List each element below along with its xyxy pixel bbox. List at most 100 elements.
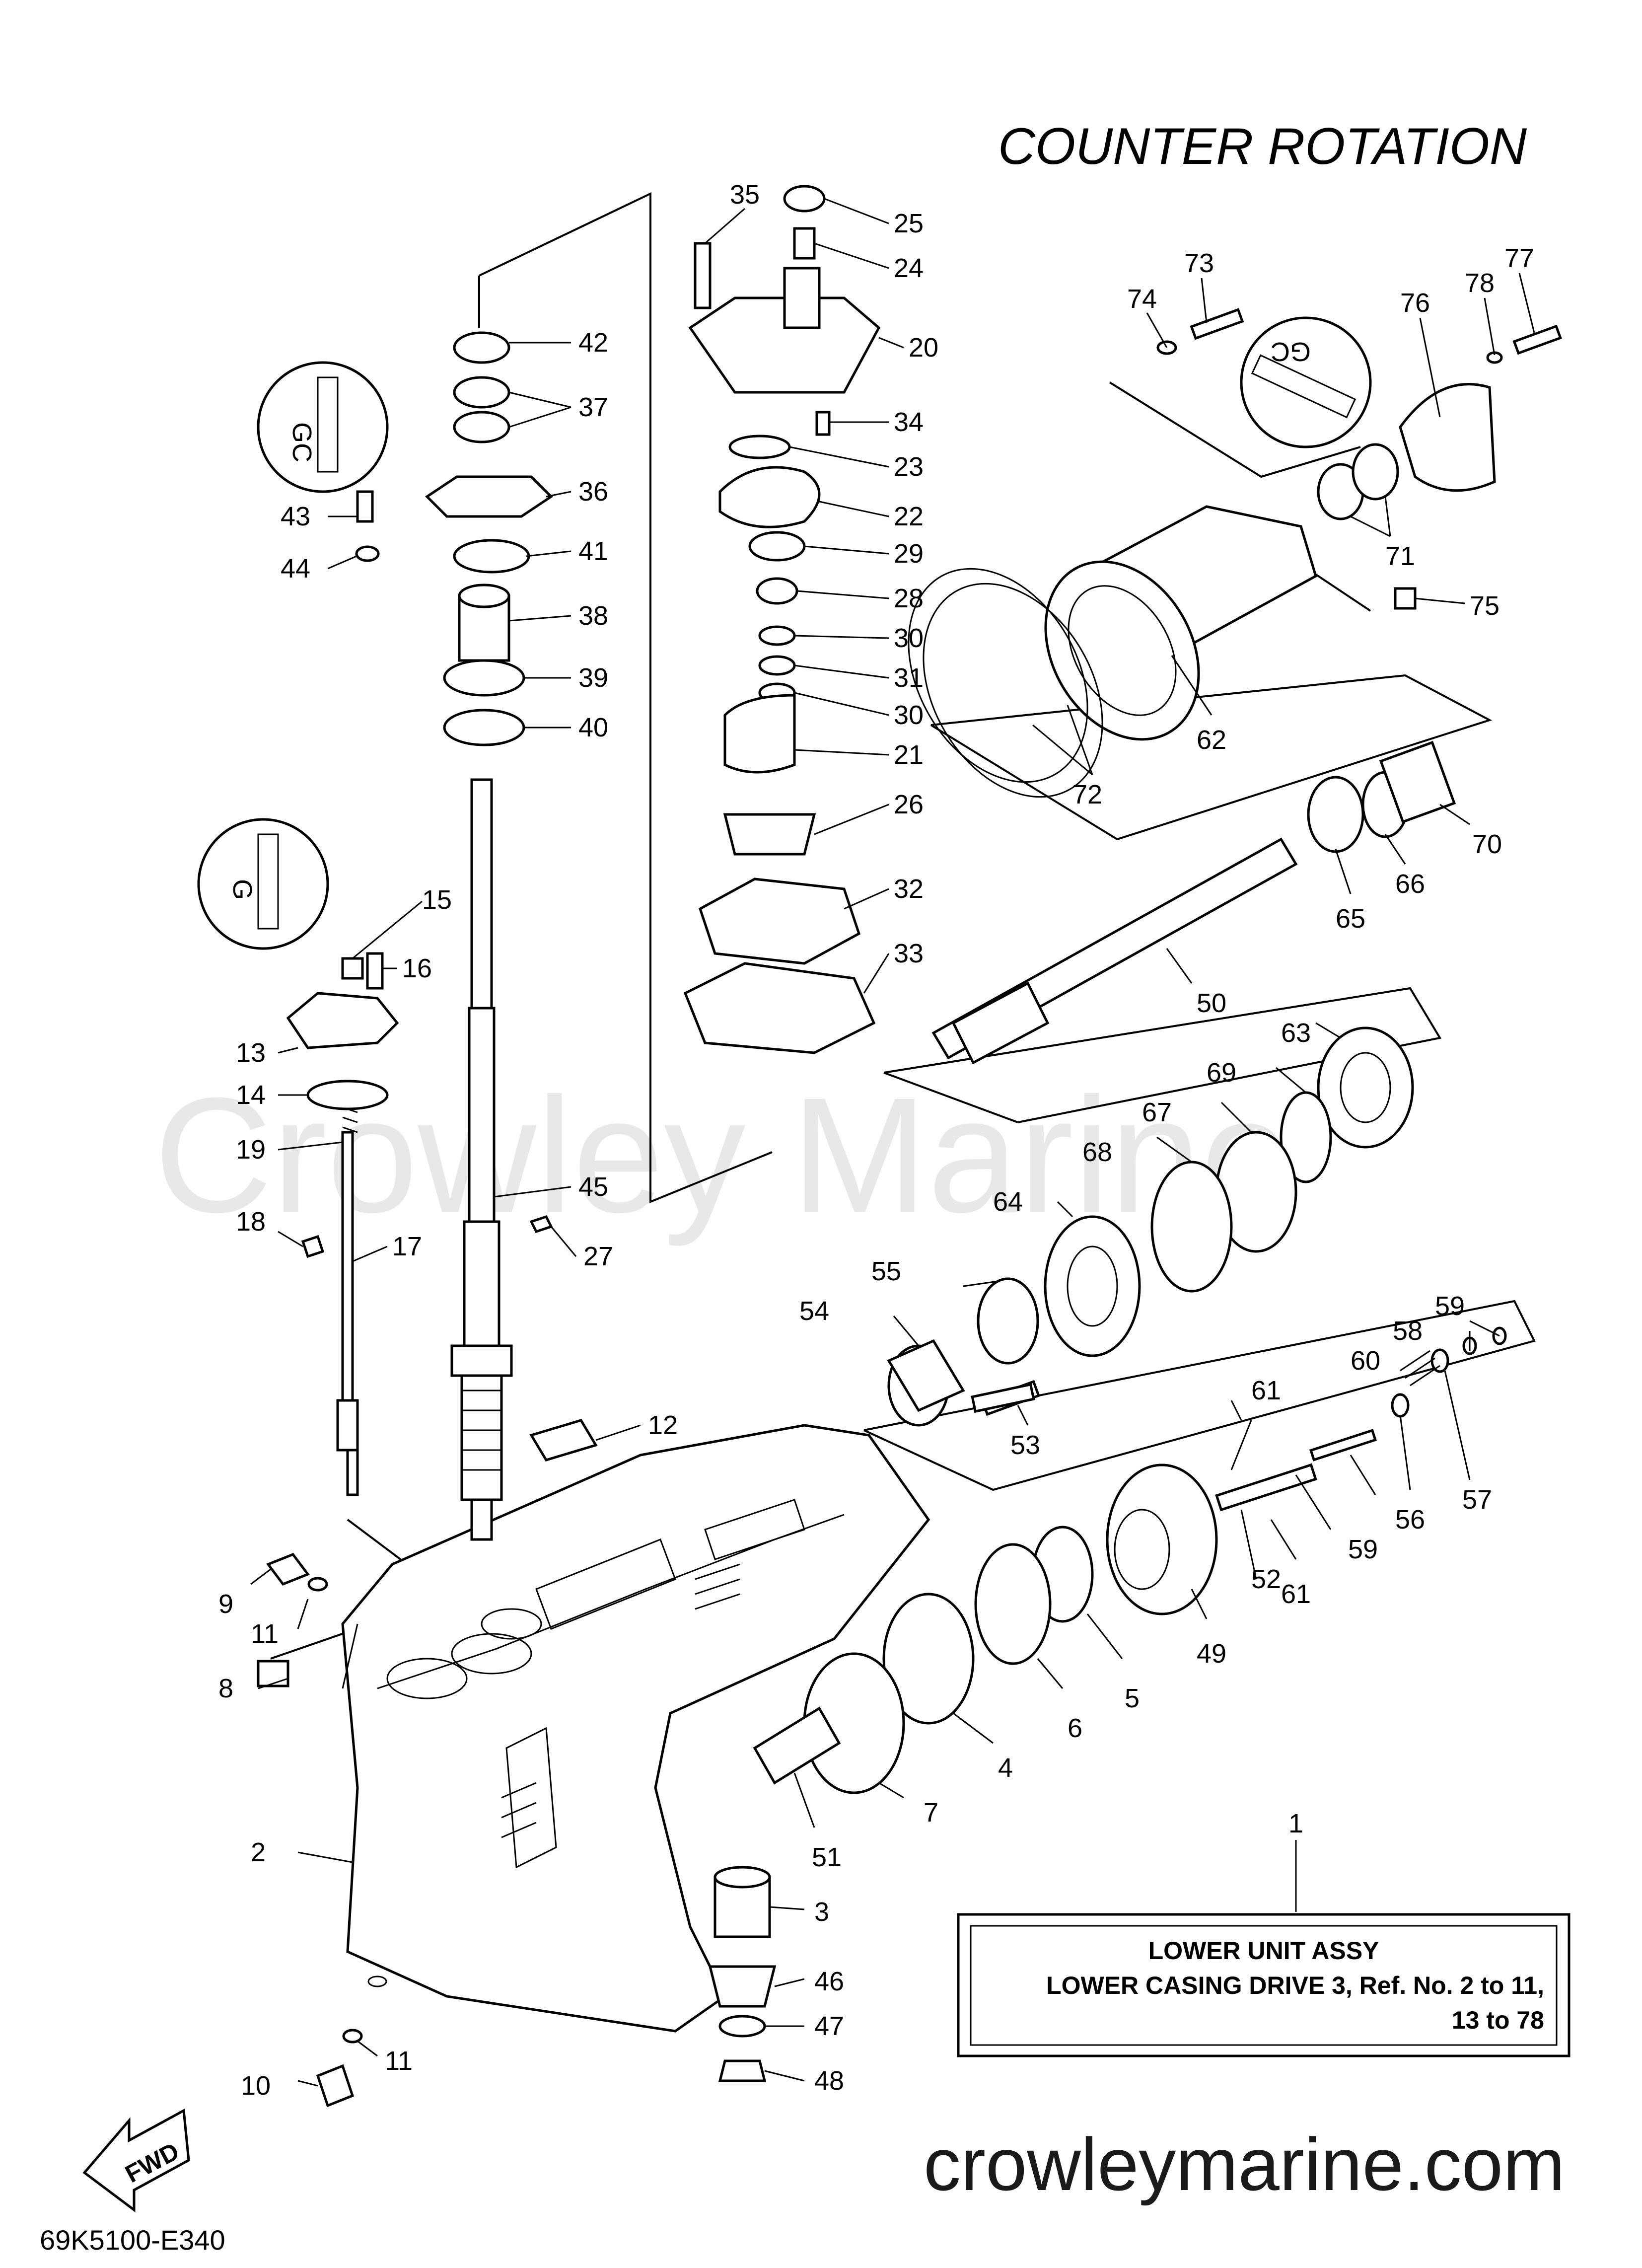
callout: 70 [1472,829,1502,859]
callout: 34 [894,407,924,437]
callout: 22 [894,502,924,531]
callout: 74 [1127,284,1157,314]
callout: 49 [1197,1639,1226,1669]
callout: 57 [1462,1485,1492,1515]
callout: 78 [1465,268,1495,298]
callout: 16 [402,953,432,983]
callout: 38 [578,601,608,631]
callout: 7 [924,1798,938,1828]
callout: 51 [812,1842,842,1872]
callout: 27 [583,1242,613,1271]
callout: 2 [251,1837,266,1867]
callout: 14 [236,1080,266,1110]
callout: 30 [894,623,924,653]
callout: 52 [1251,1564,1281,1594]
callout: 43 [281,502,310,531]
callout: 37 [578,392,608,422]
callout: 47 [814,2011,844,2041]
drive-shaft-part [450,778,513,1541]
detail-circle-middle: G [197,818,329,950]
callout: 36 [578,477,608,507]
callout: 58 [1393,1316,1423,1346]
callout: 8 [218,1674,233,1703]
callout: 54 [799,1296,829,1326]
callout: 39 [578,663,608,693]
diagram-code: 69K5100-E340 [40,2224,225,2256]
callout: 32 [894,874,924,904]
callout: 71 [1385,541,1415,571]
callout: 11 [251,1619,279,1649]
info-box-line1: LOWER UNIT ASSY [1148,1937,1379,1965]
info-box-line3: 13 to 78 [1452,2006,1544,2034]
callout: 41 [578,536,608,566]
shift-rod-part [336,1106,359,1496]
callout: 62 [1197,725,1226,755]
callout: 67 [1142,1097,1172,1127]
callout: 24 [894,253,924,283]
callout: 40 [578,713,608,742]
forward-gear-parts [753,1326,1507,1794]
callout: 64 [993,1187,1023,1217]
callout: 72 [1072,780,1102,809]
callout: 63 [1281,1018,1311,1048]
callout: 17 [392,1232,422,1261]
callout: 76 [1400,288,1430,318]
callout: 56 [1395,1505,1425,1535]
info-box-ref-number: 1 [1288,1809,1303,1838]
callout: 44 [281,554,310,584]
callout: 12 [648,1410,678,1440]
svg-text:GC: GC [287,422,317,462]
callout: 60 [1351,1346,1380,1376]
callout: 11 [385,2046,413,2076]
lower-unit-info-box: 1 LOWER UNIT ASSY LOWER CASING DRIVE 3, … [957,1809,1571,2057]
callout: 61 [1281,1579,1311,1609]
detail-circle-upper: GC [257,361,389,493]
callout: 59 [1435,1291,1465,1321]
callout: 6 [1068,1713,1082,1743]
callout: 73 [1184,248,1214,278]
callout: 65 [1336,904,1365,934]
callout: 19 [236,1135,266,1165]
callout: 18 [236,1207,266,1237]
group-lines [270,192,1536,1660]
callout: 46 [814,1967,844,1996]
callout: 5 [1125,1683,1140,1713]
callout: 33 [894,939,924,968]
callout: 53 [1010,1430,1040,1460]
water-pump-parts [683,185,881,1054]
callout: 69 [1207,1058,1236,1088]
svg-text:G: G [227,879,257,900]
callout: 61 [1251,1376,1281,1405]
callout: 59 [1348,1535,1378,1564]
callout: 9 [218,1589,233,1619]
fwd-arrow: FWD [82,2109,190,2212]
callout: 77 [1504,243,1534,273]
callout: 42 [578,328,608,358]
callout: 50 [1197,988,1226,1018]
callout: 66 [1395,869,1425,899]
reverse-gear-parts [887,1277,1039,1413]
svg-text:GC: GC [1271,337,1311,366]
callout: 26 [894,790,924,819]
detail-circle-right: GC [1240,316,1372,448]
callout: 31 [894,663,924,693]
callout: 29 [894,539,924,569]
upper-seal-parts [355,331,553,746]
callout: 28 [894,584,924,613]
callout: 4 [998,1753,1013,1783]
pinion-parts [257,1215,777,2108]
callout: 13 [236,1038,266,1068]
callout: 45 [578,1172,608,1202]
callout: 25 [894,209,924,238]
info-box-line2: LOWER CASING DRIVE 3, Ref. No. 2 to 11, [1046,1972,1544,1999]
callout-numbers: 42 37 36 41 38 39 40 43 44 45 27 12 17 1… [218,180,1534,2101]
leader-lines [250,198,1535,2087]
website-label: crowleymarine.com [924,2122,1565,2206]
callout: 68 [1082,1137,1112,1167]
callout: 30 [894,700,924,730]
callout: 21 [894,740,924,770]
callout: 55 [871,1256,901,1286]
diagram-title: COUNTER ROTATION [998,118,1527,175]
callout: 35 [730,180,760,210]
